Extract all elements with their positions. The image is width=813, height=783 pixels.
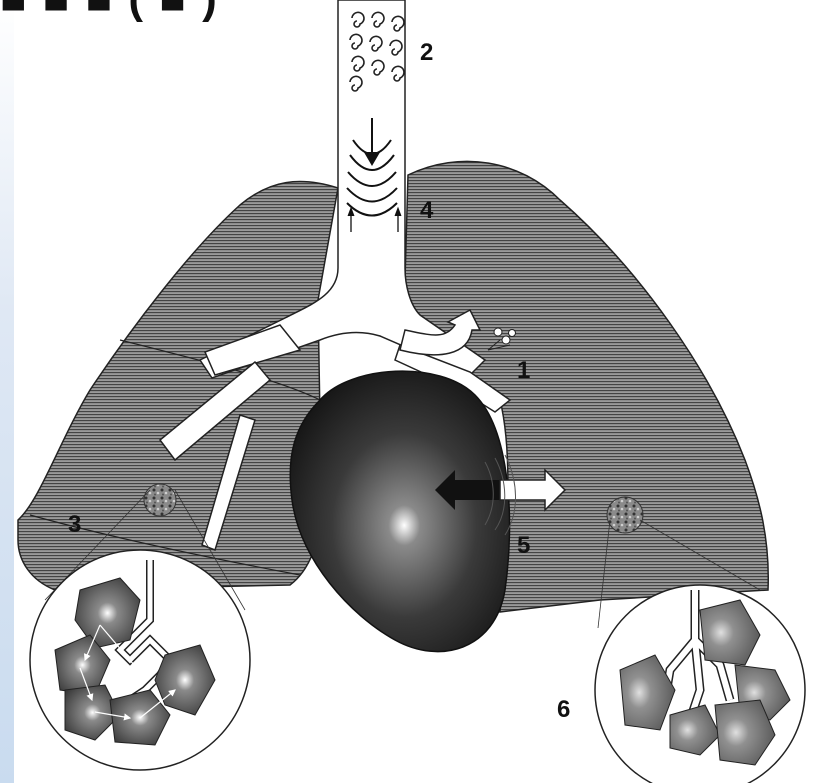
- heart: [290, 371, 509, 651]
- label-6: 6: [557, 696, 570, 723]
- label-5: 5: [517, 532, 530, 559]
- label-3: 3: [68, 511, 81, 538]
- left-lung: [18, 181, 338, 590]
- label-4: 4: [420, 197, 434, 224]
- label-1: 1: [517, 357, 530, 384]
- left-alveoli-magnified: [30, 550, 250, 770]
- label-2: 2: [420, 39, 433, 66]
- right-alveoli-magnified: [595, 585, 805, 783]
- right-lesion: [607, 497, 643, 533]
- left-lesion: [144, 484, 176, 516]
